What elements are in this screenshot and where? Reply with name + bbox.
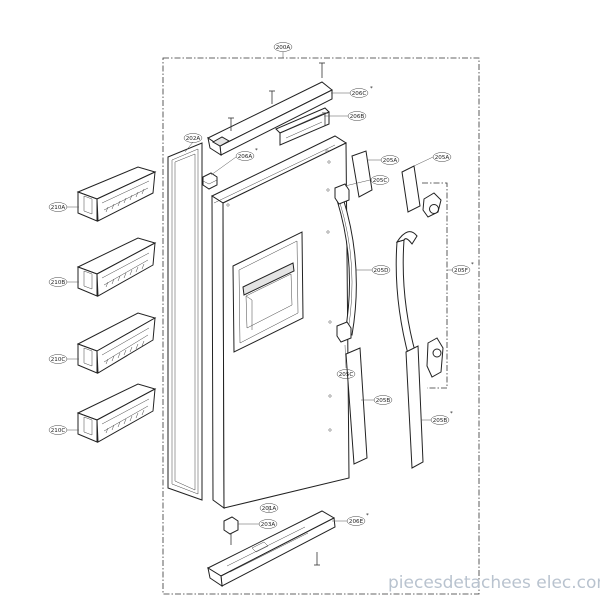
- callout-210C-lower: 210C: [48, 425, 68, 435]
- asterisk-206E: *: [366, 513, 369, 519]
- svg-text:206A: 206A: [238, 154, 253, 160]
- bottom-hinge-203A: [223, 516, 239, 545]
- screw-top-2: [269, 90, 275, 104]
- svg-text:205C: 205C: [373, 178, 388, 184]
- svg-text:205C: 205C: [339, 372, 354, 378]
- svg-text:210B: 210B: [51, 280, 66, 286]
- watermark-text: piecesdetachees elec.com: [388, 573, 600, 593]
- door-top-cover-206B: [275, 107, 330, 146]
- svg-text:205F: 205F: [454, 268, 468, 274]
- door-bin-210A: [76, 166, 157, 222]
- handle-205F: [395, 231, 418, 359]
- callout-200A: 200A: [273, 42, 293, 52]
- svg-text:205D: 205D: [374, 268, 389, 274]
- callout-210B: 210B: [48, 277, 68, 287]
- callout-206B: 206B: [347, 111, 367, 121]
- callout-205D: 205D: [371, 265, 391, 275]
- svg-text:201A: 201A: [262, 506, 277, 512]
- svg-text:206C: 206C: [352, 91, 367, 97]
- handle-bracket-205C-bottom: [336, 321, 352, 343]
- leader-lines: [67, 52, 453, 525]
- door-bin-210C-lower: [76, 383, 157, 443]
- door-gasket-202A: [167, 142, 203, 501]
- callout-210C-upper: 210C: [48, 354, 68, 364]
- lower-trim-205B-left: [345, 347, 368, 465]
- hinge-bushing-206A: [202, 172, 218, 190]
- svg-text:206B: 206B: [350, 114, 365, 120]
- callout-205C-top: 205C: [370, 175, 390, 185]
- screw-top-4: [322, 112, 328, 126]
- handle-cap-top: [422, 192, 442, 218]
- asterisk-206C: *: [370, 86, 373, 92]
- assembly-boundary: [162, 57, 480, 595]
- svg-text:205A: 205A: [383, 158, 398, 164]
- callout-206C: 206C: [349, 88, 369, 98]
- callout-205B-left: 205B: [373, 395, 393, 405]
- svg-text:205A: 205A: [435, 155, 450, 161]
- svg-text:203A: 203A: [261, 522, 276, 528]
- handle-205D: [336, 197, 357, 336]
- callout-205F: 205F: [451, 265, 471, 275]
- screw-top-1: [319, 62, 325, 78]
- svg-text:205B: 205B: [433, 418, 448, 424]
- callout-205A-left: 205A: [380, 155, 400, 165]
- callout-206E: 206E: [346, 516, 366, 526]
- upper-trim-205A-right: [401, 165, 421, 213]
- bottom-cap-206E: [206, 510, 336, 588]
- door-top-cap-206C: [206, 81, 333, 156]
- callout-203A: 203A: [258, 519, 278, 529]
- svg-text:202A: 202A: [186, 136, 201, 142]
- svg-text:210C: 210C: [51, 357, 66, 363]
- svg-text:206E: 206E: [349, 519, 364, 525]
- svg-text:200A: 200A: [276, 45, 291, 51]
- callout-205C-bottom: 205C: [336, 369, 356, 379]
- lower-trim-205B-right: [405, 345, 424, 469]
- door-bin-210C-upper: [76, 312, 157, 374]
- asterisk-205B: *: [450, 411, 453, 417]
- callout-202A: 202A: [183, 133, 203, 143]
- asterisk-206A: *: [255, 148, 258, 154]
- callout-205A-right: 205A: [432, 152, 452, 162]
- callout-206A: 206A: [235, 151, 255, 161]
- screw-bottom: [314, 552, 320, 566]
- callout-201A: 201A: [259, 503, 279, 513]
- svg-text:205B: 205B: [376, 398, 391, 404]
- door-bin-210B: [76, 237, 157, 297]
- screw-top-3: [228, 117, 234, 131]
- callout-205B-right: 205B: [430, 415, 450, 425]
- svg-text:210A: 210A: [51, 205, 66, 211]
- svg-text:210C: 210C: [51, 428, 66, 434]
- upper-trim-205A-left: [351, 150, 373, 198]
- handle-bracket-205C-top: [334, 183, 350, 205]
- dispenser-recess: [232, 231, 304, 353]
- callout-210A: 210A: [48, 202, 68, 212]
- asterisk-205F: *: [471, 262, 474, 268]
- handle-subassembly-boundary: [422, 182, 448, 389]
- handle-cap-bottom: [426, 337, 444, 378]
